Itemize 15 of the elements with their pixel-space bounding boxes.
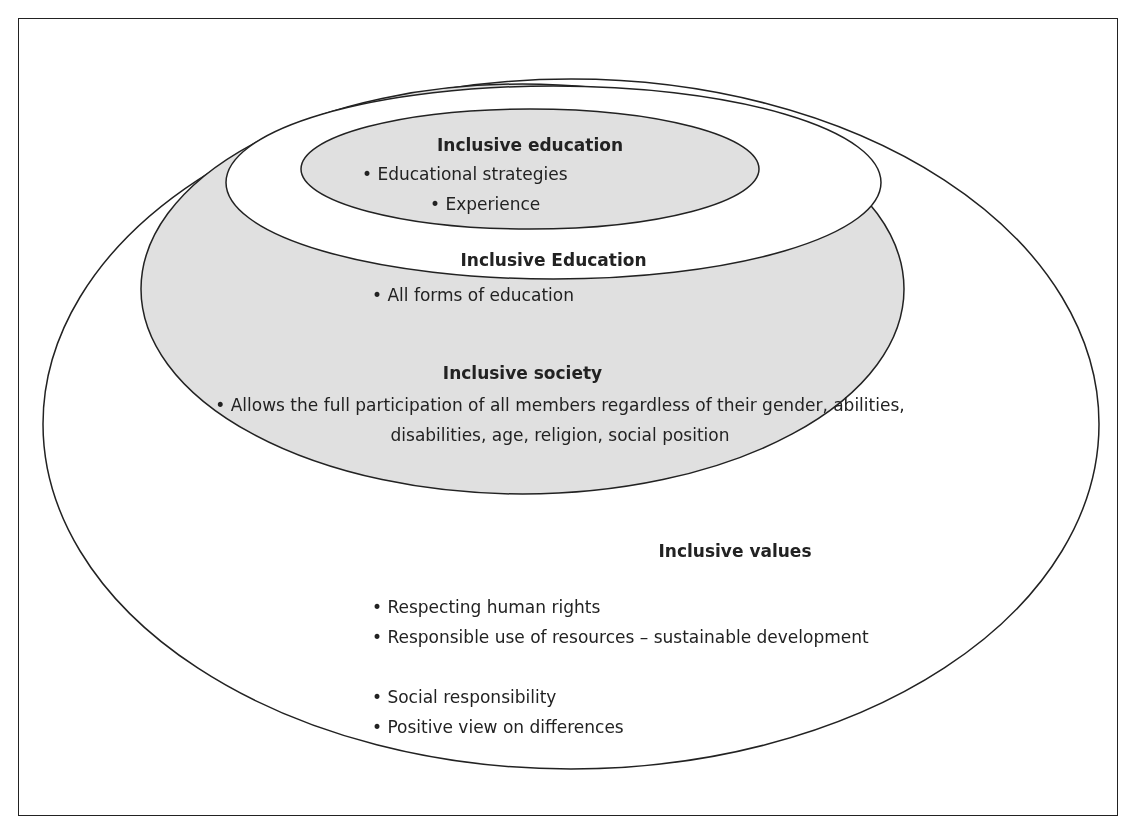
- bullet-text: • Experience: [430, 193, 541, 216]
- bullet-text: • All forms of education: [372, 284, 574, 307]
- ellipse-region: [300, 108, 760, 230]
- heading: Inclusive values: [657, 540, 813, 563]
- heading: Inclusive education: [436, 134, 624, 157]
- bullet-text: • Positive view on differences: [372, 716, 624, 739]
- heading: Inclusive society: [441, 362, 604, 385]
- bullet-text: • Responsible use of resources – sustainable development: [372, 626, 870, 649]
- heading: Inclusive Education: [459, 249, 648, 272]
- ellipse-region: [42, 78, 1100, 770]
- bullet-text: • Allows the full participation of all members regardless of their gender, abilities, disabilities, age, religion, social position: [215, 394, 905, 447]
- bullet-text: • Educational strategies: [362, 163, 568, 186]
- bullet-text: • Respecting human rights: [372, 596, 601, 619]
- ellipse-region: [140, 83, 905, 495]
- bullet-text: • Social responsibility: [372, 686, 557, 709]
